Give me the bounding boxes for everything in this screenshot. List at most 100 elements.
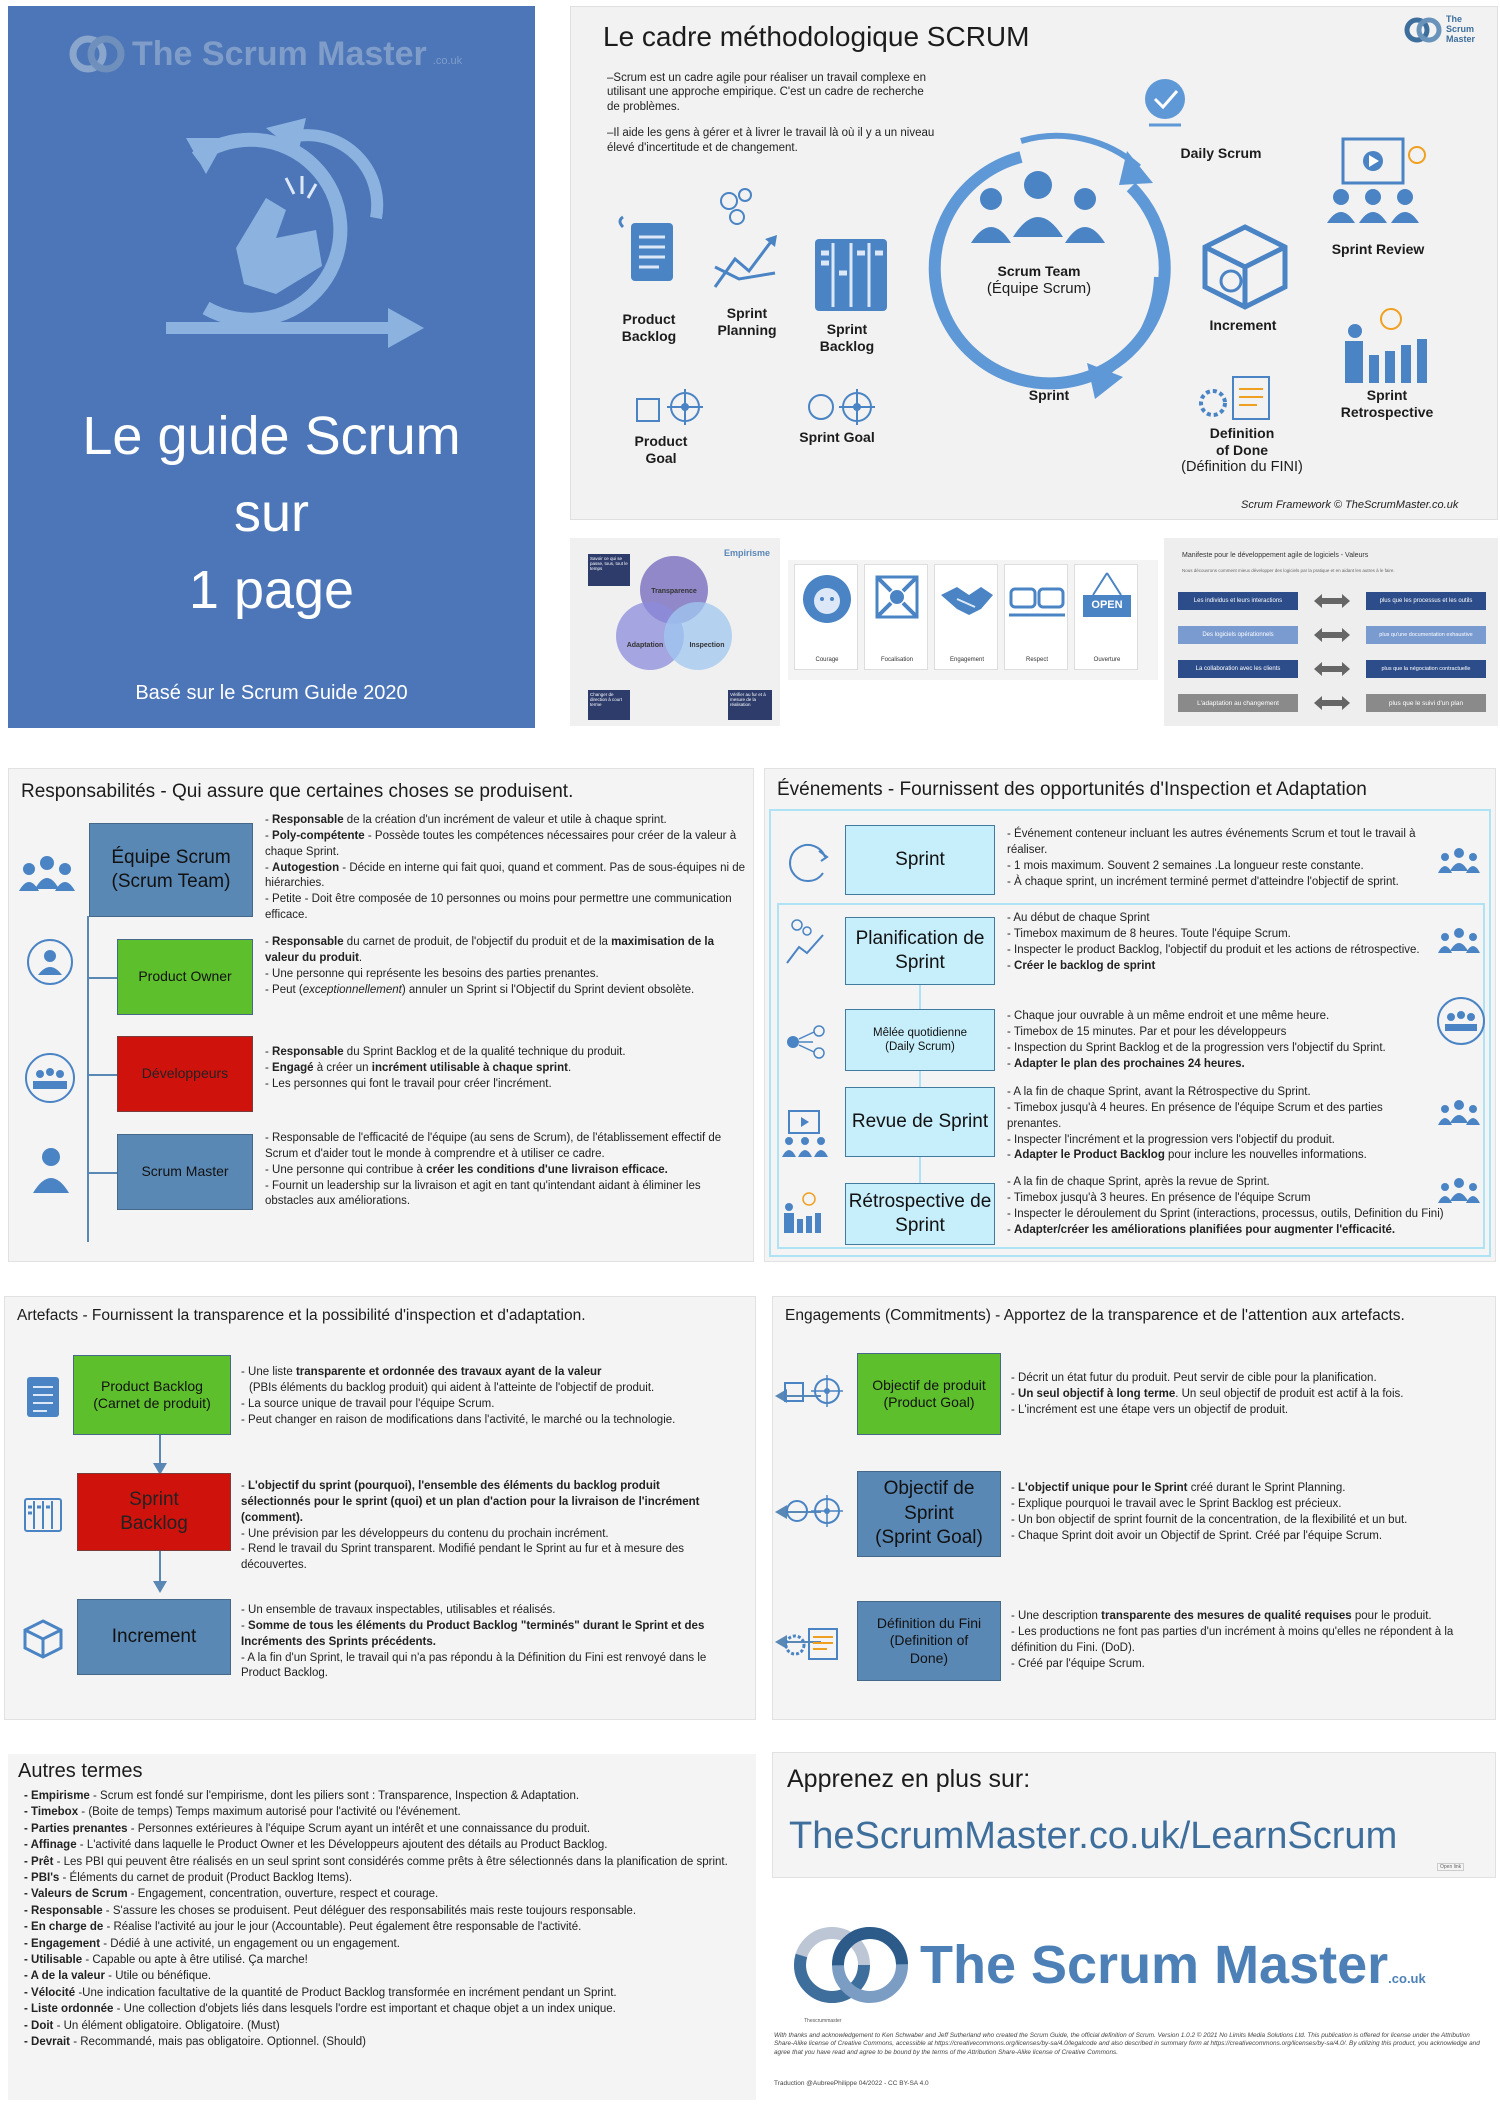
term-item: - Responsable - S'assure les choses se p… xyxy=(24,1903,744,1919)
product-goal-box: Objectif de produit (Product Goal) xyxy=(857,1353,1001,1435)
sprint-backlog-icon xyxy=(815,239,887,311)
learn-more-panel: Apprenez en plus sur: TheScrumMaster.co.… xyxy=(772,1752,1496,1878)
term-definition: - Utile ou bénéfique. xyxy=(104,1970,212,1983)
sprint-review-icon xyxy=(1327,137,1426,223)
handshake-icon xyxy=(941,587,993,615)
empirisme-note-tl: Savoir ce qui se passe, tous, tout le te… xyxy=(588,554,630,586)
cover-brand: The Scrum Master .co.uk xyxy=(68,32,462,76)
resp-branch-po xyxy=(87,977,117,979)
term-name: - Liste ordonnée xyxy=(24,2003,114,2016)
sprint-retrospective-small-icon xyxy=(784,1192,821,1233)
term-definition: - Engagement, concentration, ouverture, … xyxy=(127,1888,439,1901)
responsabilites-panel: Responsabilités - Qui assure que certain… xyxy=(8,768,754,1262)
manifeste-row-2: La collaboration avec les clients plus q… xyxy=(1178,660,1488,684)
autres-termes-panel: Autres termes - Empirisme - Scrum est fo… xyxy=(8,1754,756,2100)
learn-more-url[interactable]: TheScrumMaster.co.uk/LearnScrum xyxy=(789,1815,1398,1857)
term-name: - Prêt xyxy=(24,1855,54,1868)
manifeste-row-1: Des logiciels opérationnels plus qu'une … xyxy=(1178,626,1488,650)
sprint-planning-text: - Au début de chaque Sprint - Timebox ma… xyxy=(1007,912,1420,972)
product-backlog-box: Product Backlog (Carnet de produit) xyxy=(73,1355,231,1435)
commit-arrow-2 xyxy=(783,1511,821,1513)
developers-box: Développeurs xyxy=(117,1036,253,1112)
manifeste-right-0: plus que les processus et les outils xyxy=(1366,592,1486,610)
logo-rings-icon xyxy=(69,35,125,73)
developers-icon xyxy=(25,1053,75,1103)
resp-branch-sm xyxy=(87,1172,117,1174)
sprint-backlog-box: Sprint Backlog xyxy=(77,1473,231,1551)
sprint-label: Sprint xyxy=(1028,387,1070,403)
logo-rings-icon xyxy=(1404,17,1442,43)
valeur-focalisation: Focalisation xyxy=(864,564,928,670)
term-definition: -Une indication facultative de la quanti… xyxy=(75,1986,617,1999)
term-item: - Affinage - L'activité dans laquelle le… xyxy=(24,1837,744,1853)
empirisme-note-bl: Changer de direction à court terme xyxy=(588,690,630,720)
valeur-courage: Courage xyxy=(794,564,858,670)
autres-termes-title: Autres termes xyxy=(18,1760,143,1782)
term-item: - Engagement - Dédié à une activité, un … xyxy=(24,1936,744,1952)
term-name: - Vélocité xyxy=(24,1986,76,1999)
product-goal-text: - Décrit un état futur du produit. Peut … xyxy=(1011,1372,1404,1416)
open-sign-icon xyxy=(1083,572,1131,617)
sprint-planning-label: Sprint Planning xyxy=(717,305,777,338)
term-definition: - Dédié à une activité, un engagement ou… xyxy=(100,1937,400,1950)
cover-panel: The Scrum Master .co.uk Le guide Scrum s… xyxy=(8,6,535,728)
manifeste-left-3: L'adaptation au changement xyxy=(1178,694,1298,712)
term-definition: - Personnes extérieures à l'équipe Scrum… xyxy=(127,1822,591,1835)
manifeste-sub: Nous découvrons comment mieux développer… xyxy=(1182,568,1395,573)
manifeste-panel: Manifeste pour le développement agile de… xyxy=(1164,538,1498,726)
team-icon xyxy=(19,856,75,891)
sprint-goal-text: - L'objectif unique pour le Sprint créé … xyxy=(1011,1482,1408,1542)
increment-label: Increment xyxy=(1209,317,1277,333)
product-backlog-label: Product Backlog xyxy=(621,311,677,344)
autres-termes-list: - Empirisme - Scrum est fondé sur l'empi… xyxy=(24,1788,744,2051)
cover-subtitle: Basé sur le Scrum Guide 2020 xyxy=(135,682,408,704)
term-name: - Responsable xyxy=(24,1904,103,1917)
footer-brand-text: The Scrum Master xyxy=(920,1935,1389,1995)
sprint-goal-box: Objectif de Sprint (Sprint Goal) xyxy=(857,1471,1001,1557)
increment-box: Increment xyxy=(77,1599,231,1675)
focus-icon xyxy=(875,575,919,619)
open-link-badge[interactable]: Open link xyxy=(1437,1863,1465,1871)
sprint-planning-small-icon xyxy=(786,919,824,964)
artefacts-title: Artefacts - Fournissent la transparence … xyxy=(17,1307,586,1324)
manifeste-row-0: Les individus et leurs interactions plus… xyxy=(1178,592,1488,616)
developers-circle-icon xyxy=(1437,997,1485,1045)
artefacts-arrow-2 xyxy=(159,1551,161,1587)
sprint-event-box: Sprint xyxy=(845,825,995,895)
learn-more-title: Apprenez en plus sur: xyxy=(787,1765,1031,1793)
footer-small-brand: Thescrummaster xyxy=(804,2018,842,2024)
artefacts-panel: Artefacts - Fournissent la transparence … xyxy=(4,1296,756,1720)
term-definition: - S'assure les choses se produisent. Peu… xyxy=(102,1904,637,1917)
engagements-title: Engagements (Commitments) - Apportez de … xyxy=(785,1307,1405,1324)
product-owner-icon xyxy=(27,939,73,985)
fist-bump-icon xyxy=(1009,587,1065,617)
term-item: - Prêt - Les PBI qui peuvent être réalis… xyxy=(24,1854,744,1870)
manifeste-left-2: La collaboration avec les clients xyxy=(1178,660,1298,678)
empirisme-note-br: Vérifier au fur et à mesure de la réalis… xyxy=(728,690,772,720)
term-definition: - Réalise l'activité au jour le jour (Ac… xyxy=(103,1921,582,1934)
scrum-master-icon xyxy=(33,1148,69,1193)
arrow-down-icon xyxy=(153,1463,167,1475)
cover-title: Le guide Scrum sur 1 page xyxy=(82,406,461,620)
sprint-goal-label: Sprint Goal xyxy=(799,429,875,445)
term-name: - A de la valeur xyxy=(24,1970,105,1983)
evenements-title: Événements - Fournissent des opportunité… xyxy=(777,779,1367,800)
sprint-backlog-label: Sprint Backlog xyxy=(819,321,875,354)
product-goal-label: Product Goal xyxy=(634,433,688,466)
term-name: - Empirisme xyxy=(24,1790,90,1802)
valeur-respect: Respect xyxy=(1004,564,1068,670)
manifeste-row-3: L'adaptation au changement plus que le s… xyxy=(1178,694,1488,718)
framework-logo-text: The Scrum Master xyxy=(1446,14,1476,44)
sprint-retrospective-box: Rétrospective de Sprint xyxy=(845,1183,995,1245)
sprint-planning-icon xyxy=(713,188,777,288)
agile-cycle-icon xyxy=(166,118,424,348)
term-item: - Doit - Un élément obligatoire. Obligat… xyxy=(24,2018,744,2034)
scrum-team-icon xyxy=(971,171,1105,243)
scrum-team-label: Scrum Team (Équipe Scrum) xyxy=(986,263,1092,297)
product-goal-small-icon xyxy=(784,1375,843,1407)
empirisme-adaptation: Adaptation xyxy=(626,642,664,649)
daily-scrum-label: Daily Scrum xyxy=(1180,145,1262,161)
sprint-goal-icon xyxy=(808,389,875,425)
manifeste-right-3: plus que le suivi d'un plan xyxy=(1366,694,1486,712)
valeur-engagement-label: Engagement xyxy=(949,657,985,663)
